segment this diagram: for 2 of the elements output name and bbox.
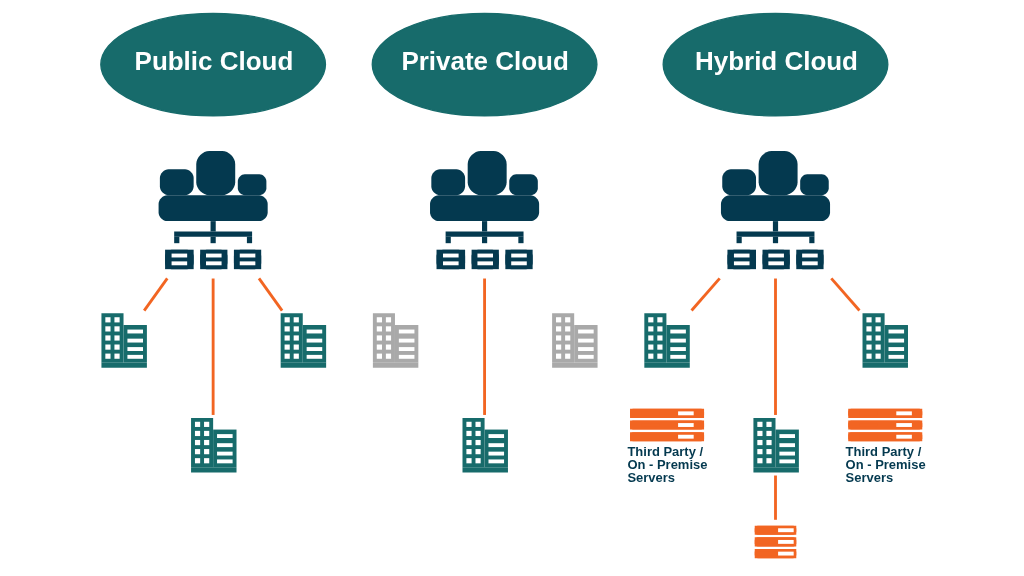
node-label: Third Party / On - Premise Servers bbox=[845, 443, 926, 485]
node-label: Third Party / On - Premise Servers bbox=[626, 443, 707, 485]
